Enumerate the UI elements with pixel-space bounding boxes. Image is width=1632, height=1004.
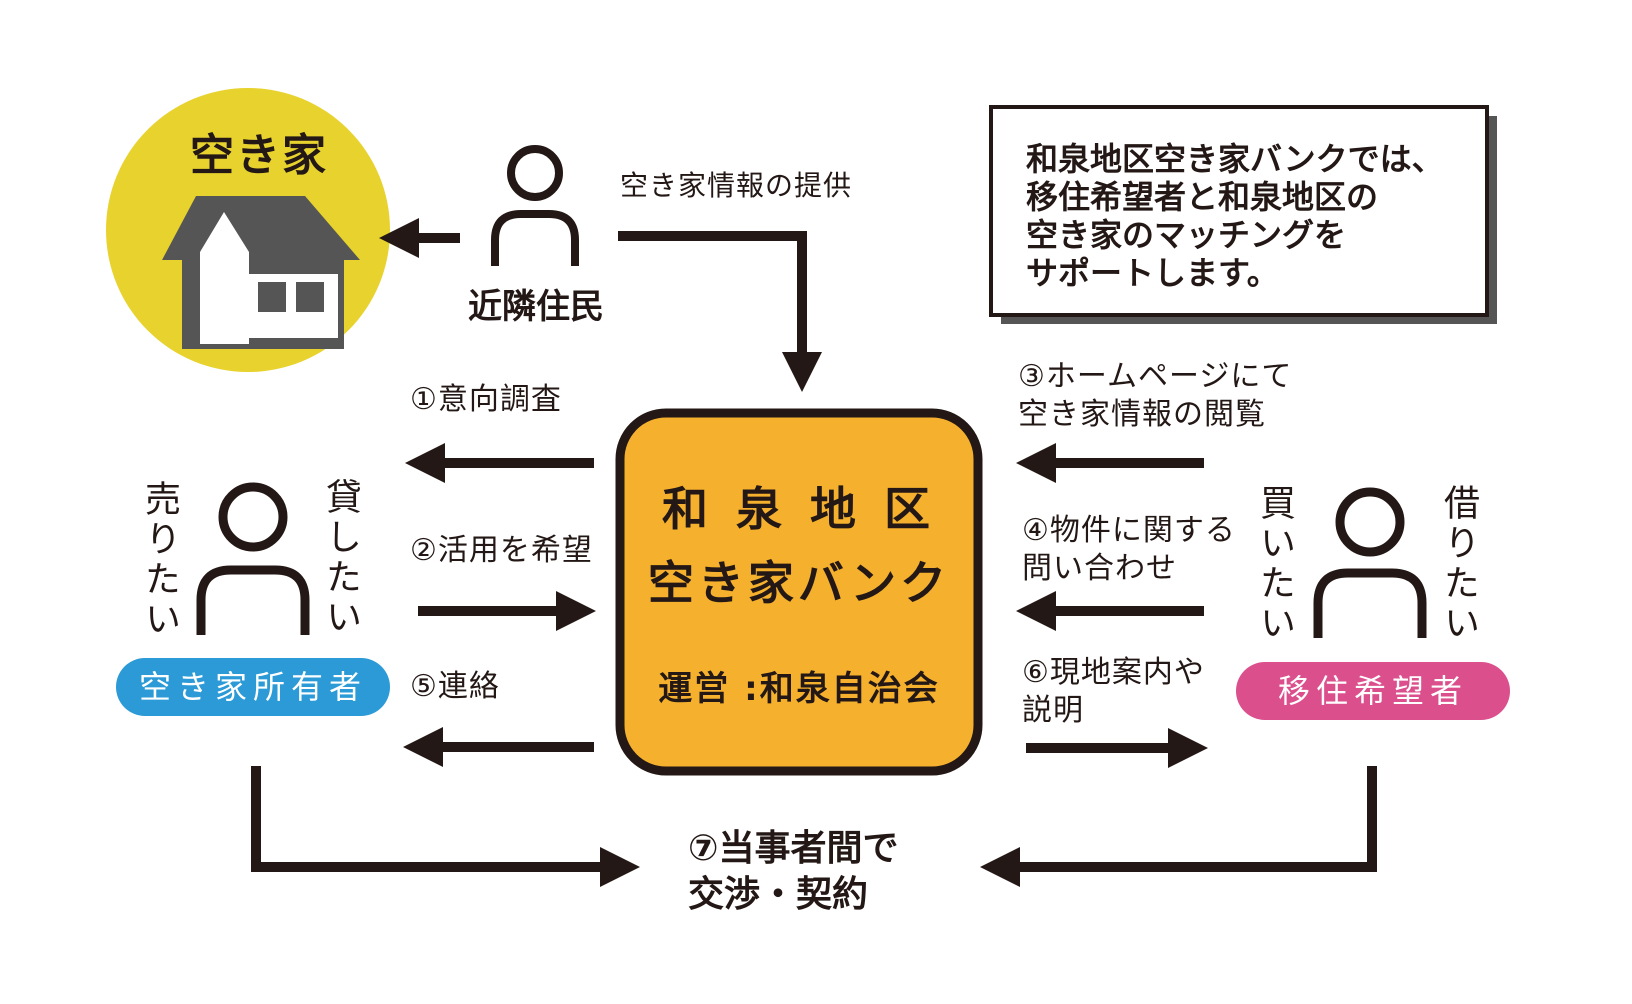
arrow-provide-info <box>618 231 822 392</box>
owner-want-lend: 貸したい <box>320 478 361 638</box>
bank-box <box>615 408 983 776</box>
vacant-house-label: 空き家 <box>190 130 328 181</box>
neighbor-label: 近隣住民 <box>468 287 604 327</box>
step2-label: ②活用を希望 <box>410 533 593 568</box>
provide-info-label: 空き家情報の提供 <box>620 169 853 202</box>
migrant-want-rent: 借りたい <box>1438 484 1479 644</box>
bank-name-line1: 和 泉 地 区 <box>661 482 937 536</box>
info-box <box>989 105 1497 324</box>
step4-label: ④物件に関する 問い合わせ <box>1022 513 1236 586</box>
owner-pill <box>116 658 390 716</box>
owner-want-sell: 売りたい <box>139 480 180 640</box>
info-box-text: 和泉地区空き家バンクでは、 移住希望者と和泉地区の 空き家のマッチングを サポー… <box>1026 140 1444 292</box>
migrant-pill-label: 移住希望者 <box>1277 672 1468 710</box>
step7-label: ⑦当事者間で 交渉・契約 <box>688 828 899 915</box>
owner-pill-label: 空き家所有者 <box>138 668 367 706</box>
bank-name-line2: 空き家バンク <box>647 556 951 610</box>
flow-arrows <box>251 218 1377 887</box>
migrant-want-buy: 買いたい <box>1254 484 1295 644</box>
step3-label: ③ホームページにて 空き家情報の閲覧 <box>1018 359 1293 432</box>
owner-person-icon <box>196 482 310 635</box>
step5-label: ⑤連絡 <box>410 669 500 704</box>
step1-label: ①意向調査 <box>410 382 562 417</box>
house-icon <box>106 88 390 372</box>
step6-label: ⑥現地案内や 説明 <box>1022 655 1205 728</box>
bank-operator: 運営 :和泉自治会 <box>658 669 940 709</box>
arrow-migrant-to-contract <box>980 766 1377 887</box>
migrant-person-icon <box>1313 487 1427 638</box>
arrow-owner-to-contract <box>251 766 640 887</box>
neighbor-person-icon <box>491 145 579 266</box>
migrant-pill <box>1236 662 1510 720</box>
